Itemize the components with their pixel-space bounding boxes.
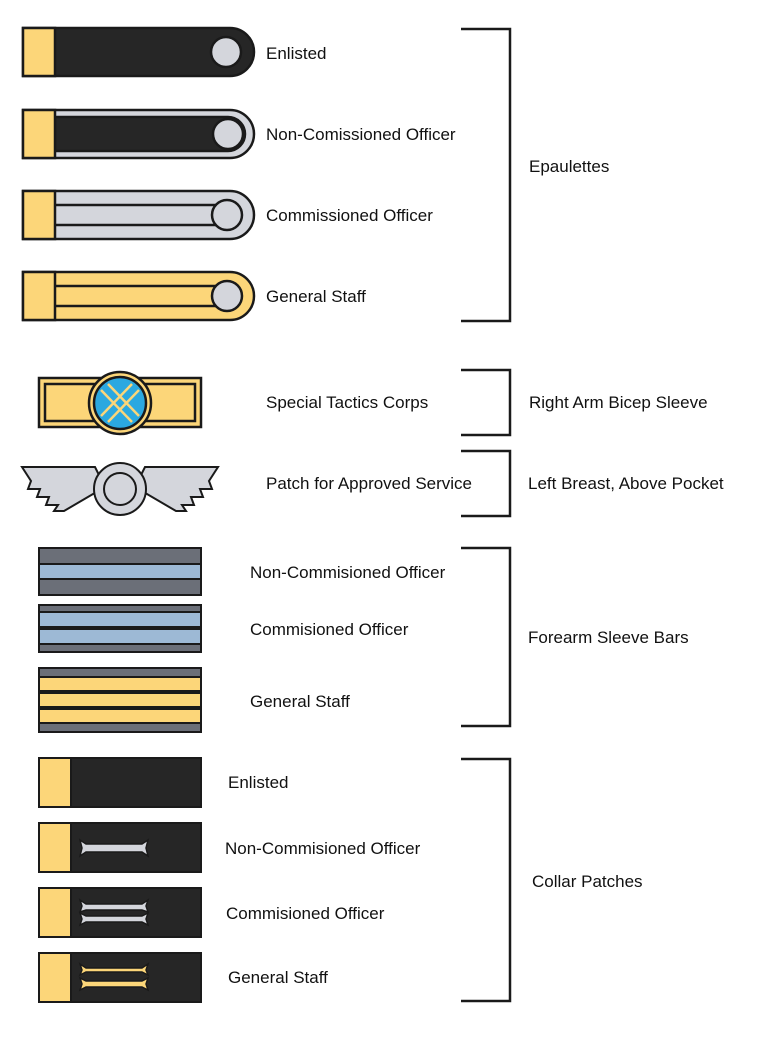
forearm-officer-label: Commisioned Officer [250,620,409,639]
epaulette-general-label: General Staff [266,287,366,306]
collar-officer-icon [38,887,202,938]
breast-bracket [461,449,512,518]
epaulette-nco-icon [21,108,256,160]
collar-general-icon [38,952,202,1003]
breast-group-label: Left Breast, Above Pocket [528,474,724,493]
forearm-nco-label: Non-Commisioned Officer [250,563,446,582]
bicep-item-label: Special Tactics Corps [266,393,429,412]
breast-item-label: Patch for Approved Service [266,474,473,493]
forearm-bar-officer-icon [38,604,202,653]
forearm-bar-nco-icon [38,547,202,596]
collar-nco-icon [38,822,202,873]
bicep-group-label: Right Arm Bicep Sleeve [529,393,708,412]
winged-roundel-icon [20,462,220,516]
collar-enlisted-icon [38,757,202,808]
epaulettes-bracket [461,27,512,323]
collar-enlisted-label: Enlisted [228,773,289,792]
collar-general-label: General Staff [228,968,328,987]
forearm-general-label: General Staff [250,692,350,711]
collar-group-label: Collar Patches [532,872,643,891]
epaulette-nco-label: Non-Comissioned Officer [266,125,456,144]
epaulette-enlisted-icon [21,26,256,78]
epaulette-general-icon [21,270,256,322]
epaulette-officer-label: Commissioned Officer [266,206,433,225]
epaulette-officer-icon [21,189,256,241]
bicep-bracket [461,368,512,437]
forearm-bracket [461,546,512,728]
epaulette-enlisted-label: Enlisted [266,44,327,63]
crossed-globe-badge-icon [37,370,203,436]
collar-bracket [461,757,512,1003]
forearm-group-label: Forearm Sleeve Bars [528,628,689,647]
collar-nco-label: Non-Commisioned Officer [225,839,421,858]
forearm-bar-general-icon [38,667,202,733]
epaulettes-group-label: Epaulettes [529,157,610,176]
collar-officer-label: Commisioned Officer [226,904,385,923]
